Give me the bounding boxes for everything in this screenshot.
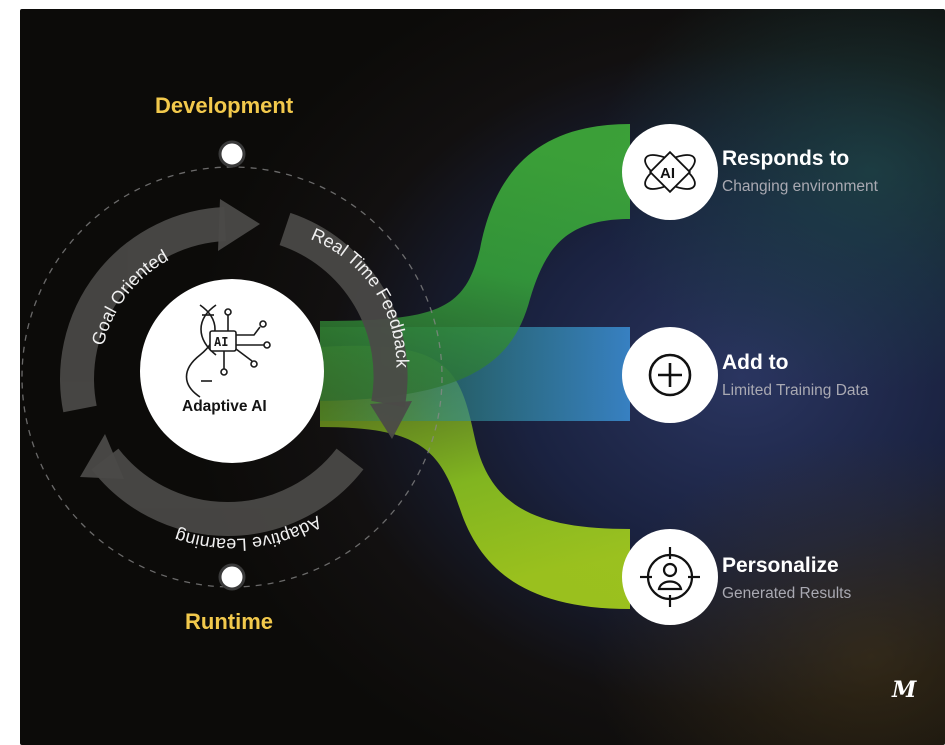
center-label: Adaptive AI (182, 398, 267, 415)
plus-circle-icon (648, 353, 692, 397)
feature-subtitle-3: Generated Results (722, 585, 852, 602)
cycle-arrowheads (80, 199, 412, 479)
infographic-canvas: Goal Oriented Real Time Feedback Adaptiv… (20, 9, 945, 745)
feature-title-2: Add to (722, 351, 789, 374)
cycle-arrows (60, 207, 408, 537)
development-node (218, 140, 246, 168)
svg-text:AI: AI (214, 335, 228, 349)
center-node (140, 279, 324, 463)
feature-subtitle-2: Limited Training Data (722, 382, 869, 399)
diagram-artwork: Goal Oriented Real Time Feedback Adaptiv… (20, 9, 945, 745)
cycle-arrow-left (60, 207, 227, 413)
arrowhead-right (370, 401, 412, 439)
arrowhead-top (218, 199, 260, 251)
arrowhead-bottom (80, 434, 124, 479)
svg-text:AI: AI (660, 165, 675, 182)
brand-logo-icon: M (892, 677, 917, 703)
cycle-arrow-bottom (91, 448, 364, 537)
feature-title-3: Personalize (722, 554, 839, 577)
runtime-node (218, 563, 246, 591)
runtime-label: Runtime (185, 609, 273, 634)
ai-atom-icon: AI (644, 150, 696, 194)
feature-subtitle-1: Changing environment (722, 178, 878, 195)
user-target-icon (640, 547, 700, 607)
feature-title-1: Responds to (722, 147, 850, 170)
cycle-arrow-right (279, 212, 408, 408)
dna-ai-circuit-icon: AI (185, 304, 271, 398)
development-label: Development (155, 93, 294, 118)
